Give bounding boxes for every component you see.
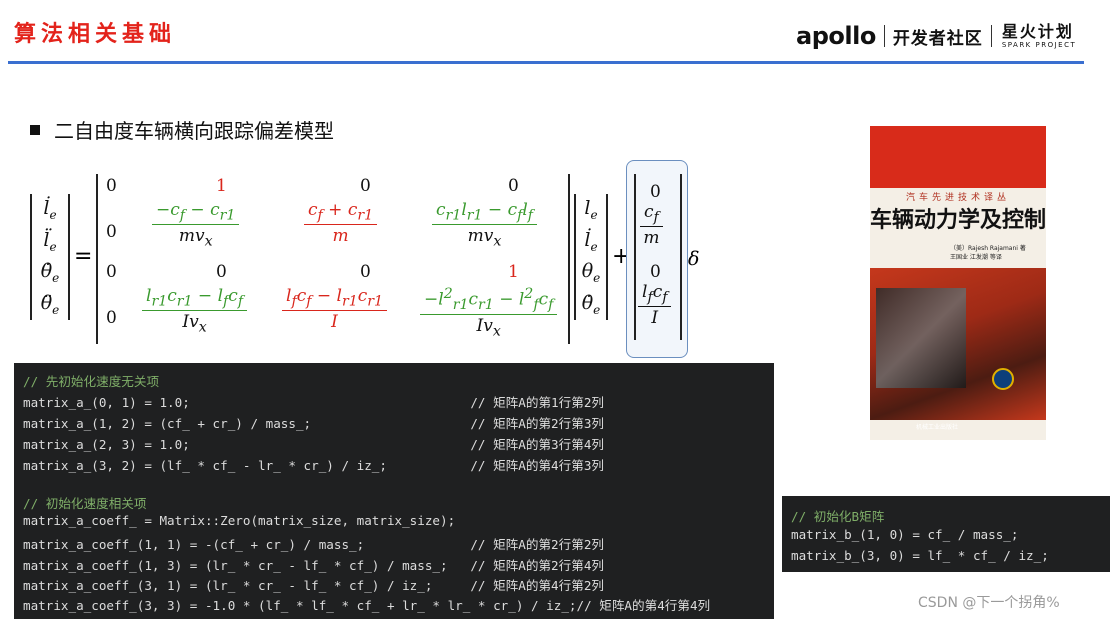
code-line: matrix_a_(2, 3) = 1.0; // 矩阵A的第3行第4列	[23, 437, 604, 452]
book-cover-band	[870, 126, 1046, 188]
a-14: 0	[508, 176, 519, 196]
a-34: 1	[508, 262, 519, 282]
x-3: θe	[581, 260, 601, 286]
code-line: matrix_a_coeff_(1, 3) = (lr_ * cr_ - lf_…	[23, 558, 604, 573]
state-derivative-vector: l̇e l̈e θ̇e θ̈e	[30, 194, 70, 320]
header-divider	[8, 61, 1084, 64]
a-33: 0	[360, 262, 371, 282]
square-bullet-icon	[30, 124, 40, 135]
publisher-logo-icon	[992, 368, 1014, 390]
book-series: 汽车先进技术译丛	[905, 193, 1010, 203]
state-vector: le l̇e θe θ̇e	[574, 194, 608, 320]
book-author-line-2: 王国业 江发潮 等译	[950, 254, 1002, 261]
code-line: matrix_a_(3, 2) = (lf_ * cf_ - lr_ * cr_…	[23, 458, 604, 473]
brand-divider-2	[990, 25, 992, 47]
csdn-watermark: CSDN @下一个拐角%	[918, 595, 1060, 611]
spark-cn: 星火计划	[1001, 21, 1074, 41]
a-41: 0	[106, 308, 117, 328]
book-publisher: 机械工业出版社	[916, 424, 959, 431]
page-header-title: 算法相关基础	[14, 22, 177, 47]
brand-logo: apollo 开发者社区 星火计划 SPARK PROJECT	[796, 22, 1076, 50]
apollo-logo: apollo	[796, 22, 876, 50]
equals-sign: =	[74, 244, 93, 269]
book-cover-image: 汽车先进技术译丛 车辆动力学及控制 （美）Rajesh Rajamani 著 王…	[870, 126, 1046, 440]
lhs-e3: θ̇e	[40, 260, 60, 286]
x-4: θ̇e	[581, 291, 601, 317]
section-title-text: 二自由度车辆横向跟踪偏差模型	[54, 119, 334, 143]
lhs-e1: l̇e	[43, 197, 57, 223]
a-11: 0	[106, 176, 117, 196]
code-line: // 初始化B矩阵	[791, 509, 885, 524]
code-line: // 先初始化速度无关项	[23, 374, 160, 389]
code-line: matrix_a_coeff_(1, 1) = -(cf_ + cr_) / m…	[23, 537, 604, 552]
plus-sign: +	[612, 244, 631, 269]
brand-divider	[883, 25, 885, 47]
spark-project-logo: 星火计划 SPARK PROJECT	[1001, 21, 1077, 49]
code-line: matrix_a_coeff_ = Matrix::Zero(matrix_si…	[23, 513, 456, 528]
code-line: matrix_a_(1, 2) = (cf_ + cr_) / mass_; /…	[23, 416, 604, 431]
book-author: （美）Rajesh Rajamani 著 王国业 江发潮 等译	[950, 244, 1026, 262]
book-author-line-1: （美）Rajesh Rajamani 著	[950, 245, 1026, 252]
code-line: matrix_b_(3, 0) = lf_ * cf_ / iz_;	[791, 548, 1049, 563]
code-line: matrix_a_coeff_(3, 1) = (lr_ * cr_ - lf_…	[23, 578, 604, 593]
b-1: 0	[650, 182, 661, 202]
spark-en: SPARK PROJECT	[1001, 40, 1077, 49]
code-line: // 初始化速度相关项	[23, 496, 147, 511]
a-13: 0	[360, 176, 371, 196]
a-31: 0	[106, 262, 117, 282]
x-2: l̇e	[584, 228, 598, 254]
machinery-illustration	[876, 288, 966, 388]
b-3: 0	[650, 262, 661, 282]
a-12: 1	[216, 176, 227, 196]
x-1: le	[584, 197, 598, 223]
matrix-b-highlight	[626, 160, 688, 358]
code-line: matrix_b_(1, 0) = cf_ / mass_;	[791, 527, 1019, 542]
code-block-matrix-b: // 初始化B矩阵 matrix_b_(1, 0) = cf_ / mass_;…	[782, 496, 1110, 572]
a-32: 0	[216, 262, 227, 282]
lhs-e2: l̈e	[43, 228, 57, 254]
section-title: 二自由度车辆横向跟踪偏差模型	[30, 115, 334, 144]
book-cover-art	[870, 268, 1046, 420]
lhs-e4: θ̈e	[40, 291, 60, 317]
developer-community-label: 开发者社区	[892, 28, 983, 49]
steering-input-delta: δ	[688, 248, 700, 270]
code-block-matrix-a: // 先初始化速度无关项 matrix_a_(0, 1) = 1.0; // 矩…	[14, 363, 774, 619]
code-line: matrix_a_coeff_(3, 3) = -1.0 * (lf_ * lf…	[23, 598, 711, 613]
code-line: matrix_a_(0, 1) = 1.0; // 矩阵A的第1行第2列	[23, 395, 604, 410]
book-title: 车辆动力学及控制	[870, 207, 1046, 233]
a-21: 0	[106, 222, 117, 242]
